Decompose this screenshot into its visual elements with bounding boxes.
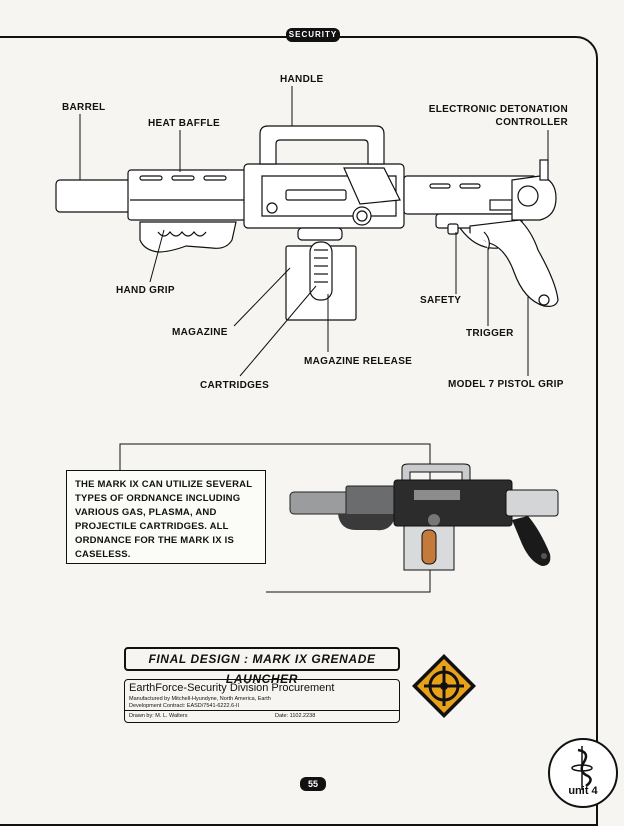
manufacturer-line: Manufactured by Mitchell-Hyundyne, North… [129, 696, 271, 702]
page-number: 55 [300, 777, 326, 791]
callout-detonation-controller: ELECTRONIC DETONATION CONTROLLER [428, 104, 568, 128]
callout-pistol-grip: MODEL 7 PISTOL GRIP [448, 379, 564, 390]
unit-badge: unit 4 [548, 738, 618, 808]
description-box: THE MARK IX CAN UTILIZE SEVERAL TYPES OF… [66, 470, 266, 564]
callout-handle: HANDLE [280, 74, 324, 85]
callout-magazine-release: MAGAZINE RELEASE [304, 356, 413, 367]
procurement-box: EarthForce-Security Division Procurement… [124, 679, 400, 723]
crosshair-emblem-icon [412, 654, 476, 718]
section-tag: SECURITY [286, 28, 340, 42]
callout-cartridges: CARTRIDGES [200, 380, 270, 391]
callout-hand-grip: HAND GRIP [116, 285, 175, 296]
callout-magazine: MAGAZINE [172, 327, 228, 338]
pistol-grip-shape [469, 219, 559, 307]
callout-trigger: TRIGGER [466, 328, 514, 339]
procurement-title: EarthForce-Security Division Procurement [129, 682, 335, 694]
contract-line: Development Contract: EASD/7541-6222.6-I… [129, 703, 240, 709]
date-line: Date: 1102.2238 [275, 713, 316, 719]
design-title: FINAL DESIGN : MARK IX GRENADE LAUNCHER [124, 647, 400, 686]
unit-emblem-icon [571, 746, 593, 790]
drawn-by-line: Drawn by: M. L. Walters [129, 713, 188, 719]
inset-weapon-render [289, 463, 559, 571]
callout-barrel: BARREL [62, 102, 106, 113]
procurement-divider [125, 710, 399, 711]
hand-grip-shape [139, 221, 237, 253]
callout-heat-baffle: HEAT BAFFLE [148, 118, 220, 129]
handle-shape [259, 125, 385, 165]
callout-safety: SAFETY [420, 295, 462, 306]
unit-label: unit 4 [568, 785, 598, 797]
barrel-shape [55, 179, 137, 213]
